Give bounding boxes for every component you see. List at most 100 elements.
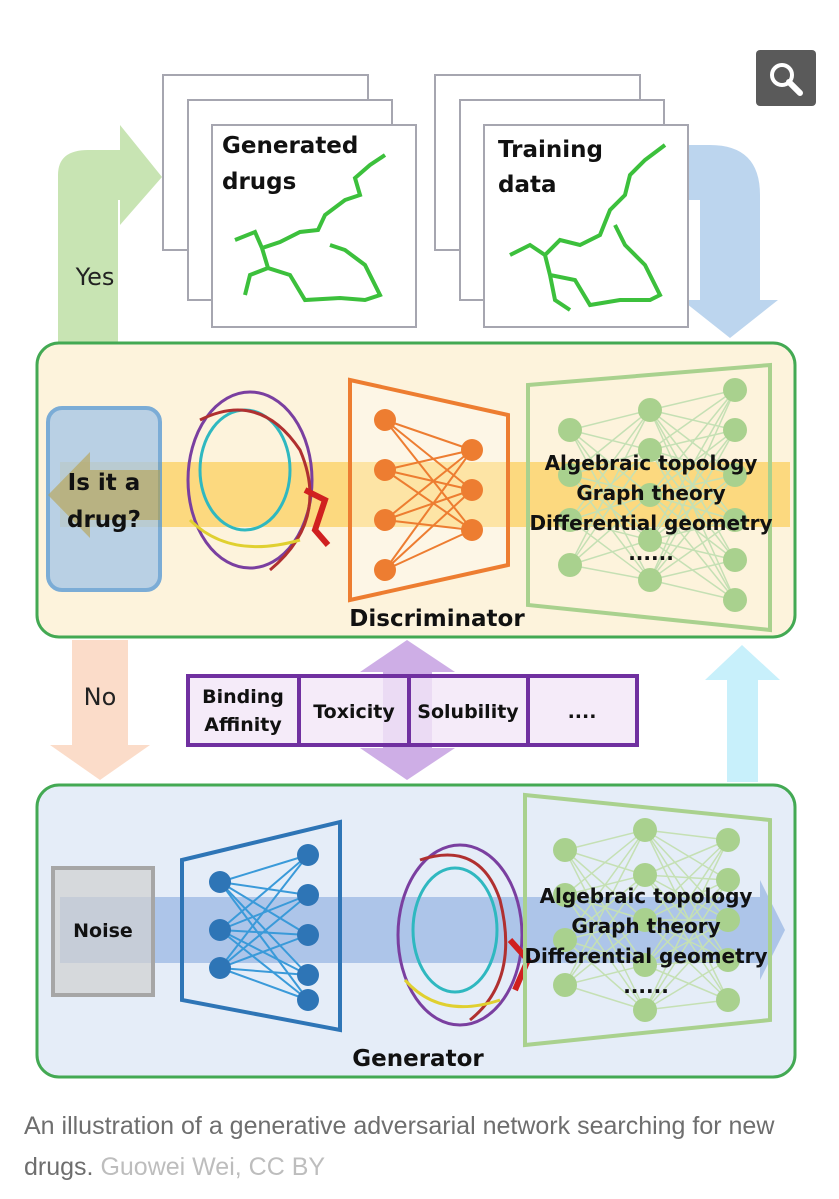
network-edge: [569, 409, 651, 431]
network-edge: [569, 449, 651, 521]
network-edge: [644, 879, 729, 921]
network-node: [297, 989, 319, 1011]
network-node: [297, 964, 319, 986]
network-node: [723, 588, 747, 612]
yes-arrow: [58, 125, 162, 350]
network-edge: [219, 881, 309, 1001]
network-edge: [384, 469, 473, 491]
network-edge: [219, 854, 309, 883]
network-edge: [569, 409, 651, 521]
network-edge: [219, 854, 309, 969]
feedback-arrow: [705, 645, 780, 782]
network-edge: [649, 474, 736, 581]
network-edge: [644, 829, 729, 841]
network-edge: [384, 489, 473, 521]
network-edge: [644, 839, 729, 966]
generator-network: [180, 819, 342, 1033]
network-edge: [644, 959, 729, 966]
network-edge: [569, 449, 651, 476]
network-edge: [649, 519, 736, 541]
network-node: [633, 863, 657, 887]
network-edge: [644, 874, 729, 921]
network-node: [723, 463, 747, 487]
network-node: [374, 409, 396, 431]
network-node: [716, 868, 740, 892]
network-edge: [384, 419, 473, 531]
search-button[interactable]: [756, 50, 816, 106]
network-edge: [644, 919, 729, 966]
network-edge: [564, 964, 646, 986]
network-node: [558, 508, 582, 532]
network-edge: [384, 489, 473, 571]
property-more: ....: [568, 701, 597, 723]
network-edge: [644, 829, 729, 1001]
network-edge: [384, 449, 473, 521]
network-edge: [649, 389, 736, 411]
noise-box: [51, 866, 155, 997]
network-node: [638, 398, 662, 422]
network-node: [209, 871, 231, 893]
network-edge: [649, 389, 736, 496]
network-node: [723, 548, 747, 572]
generated-drugs-stack: [162, 74, 417, 328]
network-edge: [644, 874, 729, 881]
network-edge: [644, 874, 729, 1001]
network-edge: [644, 874, 729, 961]
network-edge: [644, 879, 729, 1011]
network-edge: [384, 469, 473, 531]
discriminator-network: [348, 377, 510, 603]
feature-network-top: [526, 362, 772, 633]
network-node: [723, 508, 747, 532]
network-node: [297, 884, 319, 906]
caption-text: An illustration of a generative adversar…: [24, 1112, 775, 1181]
network-node: [553, 973, 577, 997]
network-edge: [569, 474, 651, 581]
network-edge: [644, 879, 729, 966]
network-edge: [384, 449, 473, 571]
network-edge: [569, 409, 651, 476]
network-edge: [644, 964, 729, 1001]
network-node: [716, 948, 740, 972]
network-edge: [564, 829, 646, 941]
network-node: [553, 883, 577, 907]
network-edge: [564, 919, 646, 986]
network-edge: [644, 829, 729, 921]
property-solubility: Solubility: [417, 701, 519, 723]
magnifier-icon: [770, 63, 803, 96]
network-edge: [644, 839, 729, 921]
network-edge: [644, 919, 729, 1011]
network-edge: [649, 389, 736, 541]
feature-network-bottom: [523, 792, 772, 1048]
network-edge: [569, 409, 651, 566]
network-node: [633, 998, 657, 1022]
network-edge: [644, 919, 729, 961]
network-edge: [564, 874, 646, 986]
caption-credit: Guowei Wei, CC BY: [100, 1153, 326, 1181]
network-node: [638, 568, 662, 592]
network-edge: [384, 419, 473, 491]
left-arrow-icon: [48, 452, 160, 538]
network-edge: [219, 854, 309, 931]
network-edge: [569, 564, 651, 581]
network-node: [633, 908, 657, 932]
network-node: [638, 438, 662, 462]
green-network-nodes: [558, 378, 747, 612]
network-edge: [569, 519, 651, 581]
network-edge: [649, 559, 736, 581]
blue-network-nodes: [209, 844, 319, 1011]
protein-structure-discriminator: [186, 390, 331, 572]
network-edge: [644, 959, 729, 1011]
network-edge: [569, 539, 651, 566]
network-node: [633, 818, 657, 842]
network-node: [461, 479, 483, 501]
properties-table: [186, 674, 639, 747]
network-edge: [569, 449, 651, 566]
network-edge: [649, 429, 736, 581]
network-edge: [644, 829, 729, 881]
network-edge: [649, 389, 736, 581]
